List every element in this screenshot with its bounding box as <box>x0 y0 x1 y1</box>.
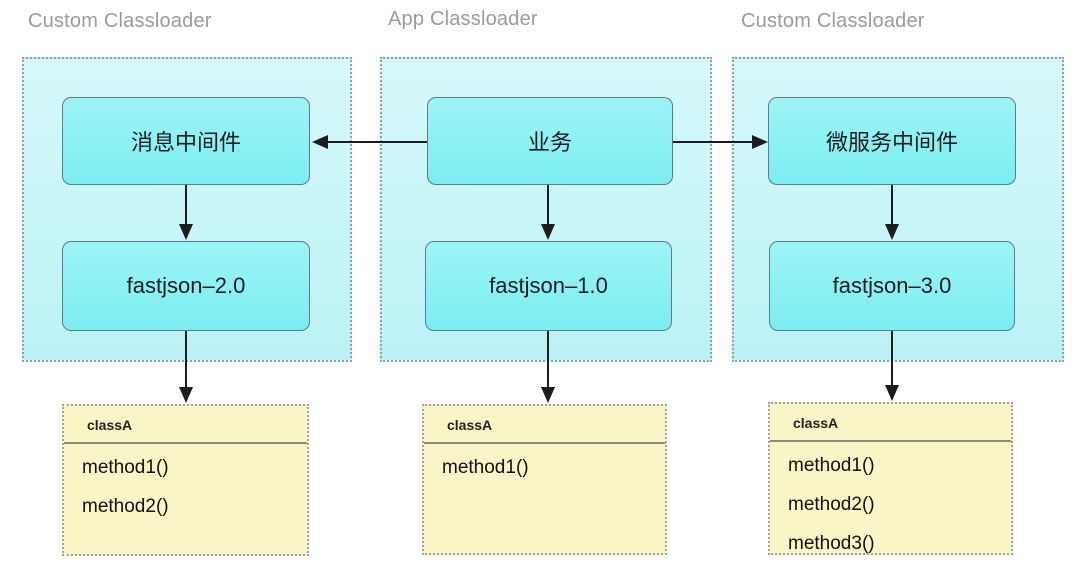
class-name: classA <box>793 415 839 431</box>
class-name: classA <box>447 417 493 433</box>
arrowhead-down <box>885 385 899 401</box>
method-item: method1() <box>442 457 529 478</box>
fastjson-1-node: fastjson–1.0 <box>425 241 672 331</box>
classloader-title-left: Custom Classloader <box>28 10 212 32</box>
class-separator <box>770 440 1011 442</box>
business-node: 业务 <box>427 97 673 185</box>
class-separator <box>64 442 307 444</box>
fastjson-2-label: fastjson–2.0 <box>126 273 246 298</box>
class-name: classA <box>87 417 133 433</box>
microservice-middleware-node: 微服务中间件 <box>768 97 1016 185</box>
method-list: method1() method2() <box>64 444 307 518</box>
fastjson-1-label: fastjson–1.0 <box>489 273 608 298</box>
method-item: method2() <box>82 496 169 517</box>
method-list: method1() method2() method3() <box>770 442 1011 555</box>
classloader-title-center: App Classloader <box>388 8 538 30</box>
business-label: 业务 <box>527 130 572 155</box>
fastjson-3-label: fastjson–3.0 <box>832 273 952 298</box>
method-item: method3() <box>788 533 875 554</box>
arrowhead-down <box>541 387 555 403</box>
arrowhead-down <box>179 387 193 403</box>
message-middleware-label: 消息中间件 <box>130 130 241 155</box>
method-item: method1() <box>788 455 875 476</box>
class-separator <box>424 442 665 444</box>
fastjson-2-node: fastjson–2.0 <box>62 241 310 331</box>
classA-box-right: classA method1() method2() method3() <box>768 402 1013 555</box>
method-item: method1() <box>82 457 169 478</box>
method-list: method1() <box>424 444 665 479</box>
classloader-title-right: Custom Classloader <box>741 10 925 32</box>
method-item: method2() <box>788 494 875 515</box>
fastjson-3-node: fastjson–3.0 <box>769 241 1015 331</box>
classA-box-center: classA method1() <box>422 404 667 555</box>
message-middleware-node: 消息中间件 <box>62 97 310 185</box>
microservice-middleware-label: 微服务中间件 <box>825 130 958 155</box>
classA-box-left: classA method1() method2() <box>62 404 309 556</box>
